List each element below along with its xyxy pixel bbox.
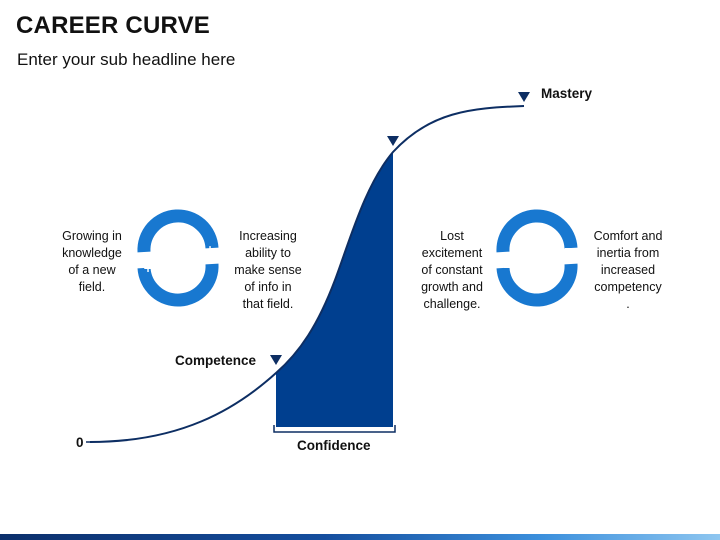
negative-cycle-icon [495, 209, 579, 307]
competence-marker-icon [270, 355, 282, 365]
zero-label: 0 [76, 435, 84, 450]
competence-label: Competence [175, 353, 257, 368]
mastery-marker-icon [518, 92, 530, 102]
svg-text:+: + [205, 243, 215, 257]
confidence-bracket [273, 425, 396, 433]
confidence-area [276, 152, 393, 427]
page-subtitle: Enter your sub headline here [17, 50, 236, 69]
top-marker-icon [387, 136, 399, 146]
confidence-label: Confidence [297, 438, 371, 453]
footer-accent-bar [0, 534, 720, 540]
increasing-ability-text: Increasing ability to make sense of info… [234, 229, 302, 311]
comfort-inertia-text: Comfort and inertia from increased compe… [593, 229, 663, 311]
positive-cycle-icon: + + [136, 209, 220, 307]
mastery-label: Mastery [541, 86, 593, 101]
growing-knowledge-text: Growing in knowledge of a new field. [62, 229, 122, 294]
lost-excitement-text: Lost excitement of constant growth and c… [421, 229, 483, 311]
page-title: CAREER CURVE [16, 12, 210, 39]
career-curve [89, 105, 525, 443]
plus-sign-icon: + [143, 261, 153, 275]
